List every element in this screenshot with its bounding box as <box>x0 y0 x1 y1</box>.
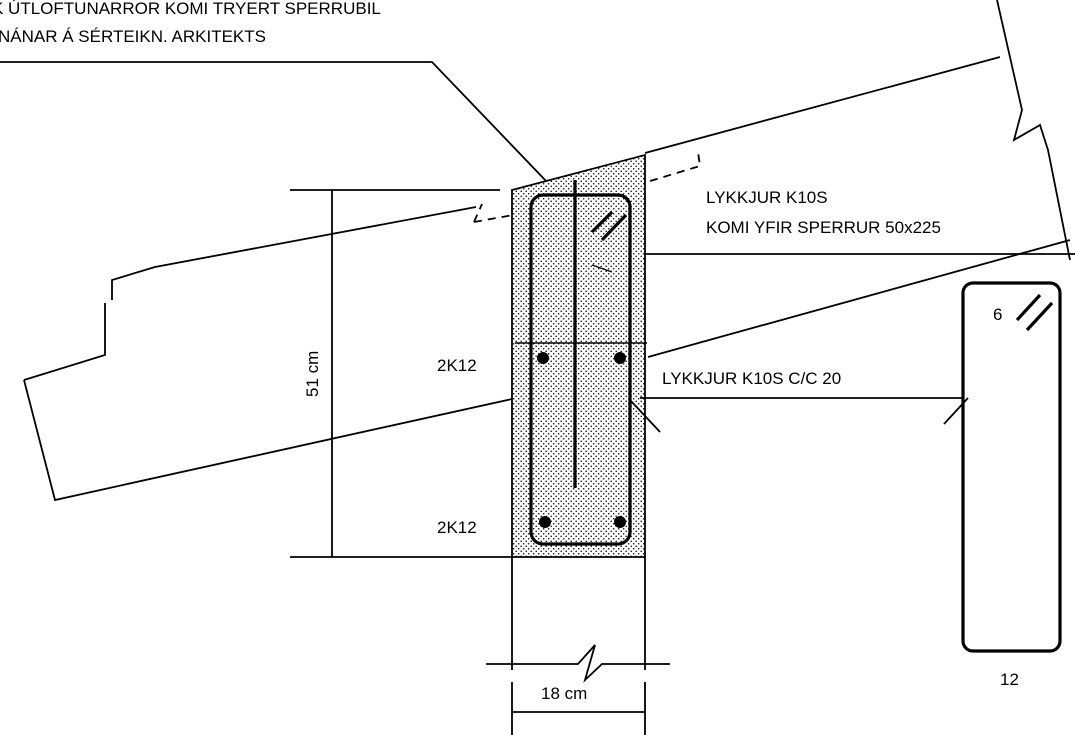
width-dim-label: 18 cm <box>541 684 587 703</box>
detail-leader <box>943 397 969 425</box>
rebar-dot-upper-right <box>614 352 626 364</box>
rebar-dot-upper-left <box>537 352 549 364</box>
detail-hook <box>1015 293 1054 332</box>
stirrup-inner-leader <box>591 264 613 273</box>
roof-lower-line <box>23 303 106 381</box>
stirrup-loop <box>529 193 632 546</box>
detail-hook-label: 6 <box>993 305 1002 324</box>
roof-lower-line-right <box>647 239 1071 358</box>
stirrup-spacing-label: LYKKJUR K10S C/C 20 <box>662 369 841 388</box>
rafter-break-line <box>996 0 1071 261</box>
detail-width-label: 12 <box>1000 670 1019 689</box>
rebar-lower-label: 2K12 <box>437 518 477 537</box>
roof-upper-line <box>111 206 477 300</box>
height-dim-label: 51 cm <box>303 351 322 397</box>
rebar-dot-lower-left <box>539 516 551 528</box>
stirrup-top-label-1: LYKKJUR K10S <box>706 188 828 207</box>
rebar-upper-label: 2K12 <box>437 356 477 375</box>
stirrup-top-label-2: KOMI YFIR SPERRUR 50x225 <box>706 218 941 237</box>
roof-upper-line-right <box>644 56 1001 154</box>
note-line-1: K ÚTLOFTUNARROR KOMI TRYERT SPERRUBIL <box>0 0 381 18</box>
roof-lower-line-2 <box>23 379 513 502</box>
stirrup-shape-detail <box>961 281 1062 653</box>
note-line-2: NÁNAR Á SÉRTEIKN. ARKITEKTS <box>0 27 266 46</box>
width-dim-line <box>511 682 646 735</box>
note-leader-line <box>0 61 549 184</box>
stirrup-hook <box>590 210 628 242</box>
beam-break-line <box>486 557 670 683</box>
stirrup-spacing-tick <box>629 399 661 433</box>
rebar-dot-lower-right <box>614 516 626 528</box>
